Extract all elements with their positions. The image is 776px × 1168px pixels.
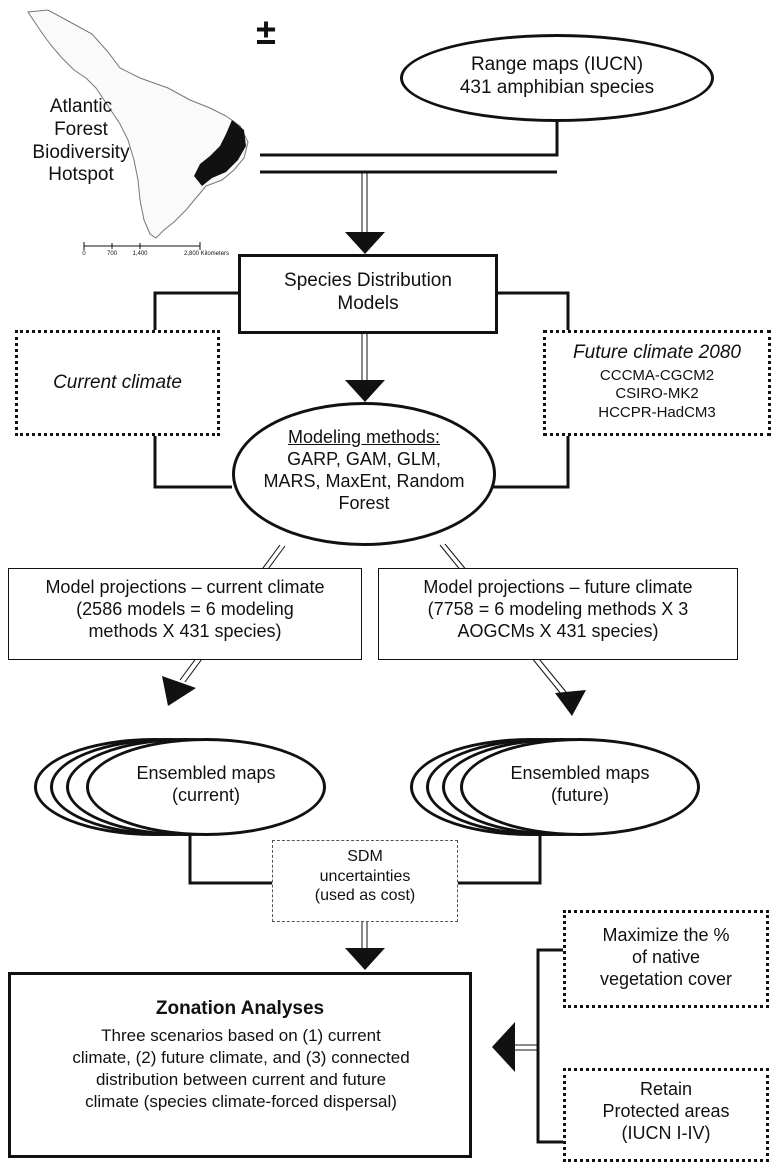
hotspot-label-line: Hotspot — [48, 164, 114, 186]
modeling-methods-title: Modeling methods: — [287, 427, 441, 447]
zonation-line: Three scenarios based on (1) current — [101, 1026, 381, 1045]
retain-line: Retain — [639, 1079, 693, 1099]
ensembled-future-node: Ensembled maps (future) — [460, 738, 700, 836]
ensembled-future-line1: Ensembled maps — [510, 763, 650, 783]
sdm-uncertainties-node: SDM uncertainties (used as cost) — [272, 840, 458, 922]
hotspot-label: Atlantic Forest Biodiversity Hotspot — [26, 96, 136, 187]
current-climate-label: Current climate — [53, 372, 182, 393]
right-boxes-bracket — [536, 948, 563, 1144]
future-to-methods — [493, 436, 570, 489]
future-climate-node: Future climate 2080 CCCMA-CGCM2 CSIRO-MK… — [543, 330, 771, 436]
future-climate-title: Future climate 2080 — [573, 342, 741, 363]
retain-line: Protected areas — [602, 1100, 730, 1121]
zonation-line: distribution between current and future — [95, 1070, 387, 1090]
modeling-methods-node: Modeling methods: GARP, GAM, GLM, MARS, … — [232, 402, 496, 546]
projections-current-line: Model projections – current climate — [45, 577, 325, 597]
america-outline — [27, 9, 249, 239]
ensembled-current-line2: (current) — [171, 784, 240, 805]
future-climate-model: HCCPR-HadCM3 — [598, 403, 716, 421]
zonation-title: Zonation Analyses — [155, 998, 325, 1019]
modeling-methods-line: MARS, MaxEnt, Random — [263, 470, 465, 491]
sdm-uncertainties-line: SDM — [347, 848, 383, 865]
modeling-methods-line: GARP, GAM, GLM, — [287, 448, 441, 469]
sdm-uncertainties-line: uncertainties — [319, 867, 411, 885]
scale-tick-label: 700 — [106, 251, 117, 257]
arrow-heads — [162, 232, 586, 1072]
zonation-line: climate (species climate-forced dispersa… — [85, 1092, 397, 1112]
arrow-to-sdm — [345, 232, 385, 254]
arrow-to-ensembled-future — [555, 690, 586, 716]
arrow-from-right-boxes — [492, 1022, 515, 1072]
arrow-to-ensembled-current — [162, 676, 196, 706]
maximize-node: Maximize the % of native vegetation cove… — [563, 910, 769, 1008]
retain-node: Retain Protected areas (IUCN I-IV) — [563, 1068, 769, 1162]
projections-future-line: (7758 = 6 modeling methods X 3 — [427, 598, 689, 619]
hotspot-label-line: Biodiversity — [32, 141, 130, 163]
connector-lines — [153, 120, 570, 1144]
sdm-uncertainties-line: (used as cost) — [314, 887, 416, 905]
zonation-node: Zonation Analyses Three scenarios based … — [8, 972, 472, 1158]
scale-tick-label: 1,400 — [132, 251, 148, 257]
maximize-line: of native — [631, 946, 701, 967]
scale-tick-label: 2,800 Kilometers — [184, 251, 230, 257]
scale-tick-label: 0 — [82, 251, 86, 257]
arrow-to-methods — [345, 380, 385, 402]
retain-line: (IUCN I-IV) — [621, 1122, 711, 1143]
america-map — [27, 9, 249, 250]
maximize-line: vegetation cover — [599, 968, 733, 989]
maximize-line: Maximize the % — [602, 925, 730, 945]
sdm-line2: Models — [337, 293, 399, 315]
ensembled-future-bracket — [458, 834, 542, 885]
ensembled-current-line1: Ensembled maps — [136, 763, 276, 783]
hotspot-label-line: Forest — [54, 118, 108, 140]
hotspot-label-line: Atlantic — [49, 96, 113, 117]
modeling-methods-line: Forest — [338, 492, 390, 513]
arrow-to-zonation — [345, 948, 385, 970]
range-bracket — [260, 120, 559, 157]
future-climate-model: CCCMA-CGCM2 — [599, 367, 715, 385]
sdm-right-branch — [497, 291, 570, 330]
zonation-line: climate, (2) future climate, and (3) con… — [72, 1048, 410, 1068]
map-scale-bar — [83, 242, 201, 250]
range-maps-line2: 431 amphibian species — [459, 77, 655, 99]
ensembled-current-node: Ensembled maps (current) — [86, 738, 326, 836]
projections-future-node: Model projections – future climate (7758… — [378, 568, 738, 660]
current-to-methods — [153, 436, 232, 489]
ensembled-current-bracket — [188, 834, 272, 885]
sdm-left-branch — [153, 291, 238, 330]
north-arrow-symbol: ± — [256, 11, 276, 52]
range-maps-node: Range maps (IUCN) 431 amphibian species — [400, 34, 714, 122]
projections-current-node: Model projections – current climate (258… — [8, 568, 362, 660]
sdm-line1: Species Distribution — [284, 270, 452, 291]
projections-future-line: AOGCMs X 431 species) — [457, 620, 659, 641]
current-climate-node: Current climate — [15, 330, 220, 436]
projections-current-line: (2586 models = 6 modeling — [76, 598, 294, 619]
future-climate-model: CSIRO-MK2 — [615, 385, 699, 403]
sdm-node: Species Distribution Models — [238, 254, 498, 334]
projections-current-line: methods X 431 species) — [88, 620, 282, 641]
projections-future-line: Model projections – future climate — [423, 577, 693, 597]
atlantic-forest-region — [194, 120, 246, 186]
ensembled-future-line2: (future) — [550, 784, 610, 805]
range-maps-line1: Range maps (IUCN) — [470, 54, 644, 75]
